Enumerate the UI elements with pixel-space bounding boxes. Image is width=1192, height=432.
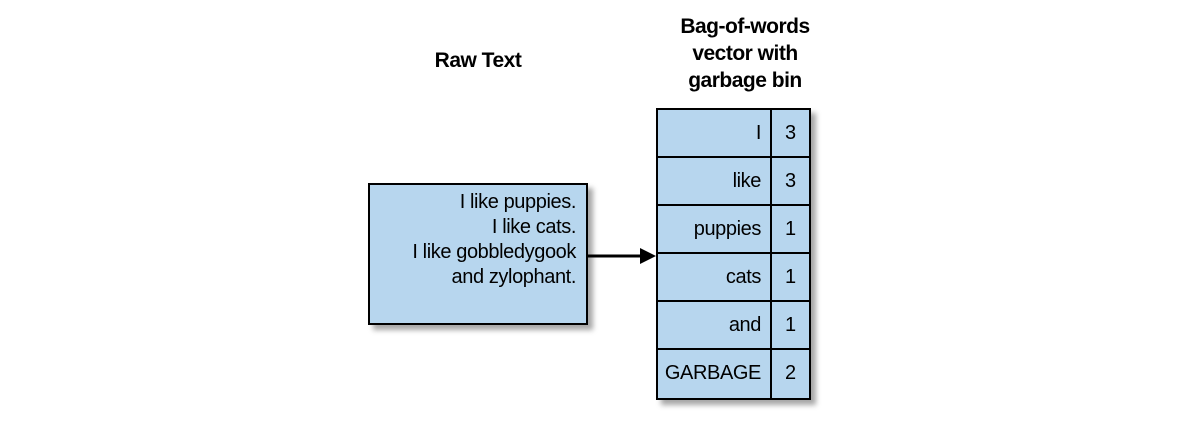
raw-text-title: Raw Text xyxy=(434,49,522,72)
raw-text-line: I like puppies. xyxy=(459,191,577,213)
table-row: cats 1 xyxy=(658,254,809,302)
table-row: like 3 xyxy=(658,158,809,206)
table-row: and 1 xyxy=(658,302,809,350)
word-cell: GARBAGE xyxy=(658,350,772,398)
bag-of-words-title-line: vector with xyxy=(692,42,798,65)
bag-of-words-title-line: garbage bin xyxy=(688,69,802,92)
word-cell: like xyxy=(658,158,772,204)
count-cell: 3 xyxy=(784,170,797,192)
raw-text-line: I like cats. xyxy=(491,216,577,238)
bag-of-words-title-line: Bag-of-words xyxy=(680,15,810,38)
word-cell: I xyxy=(658,110,772,156)
count-cell: 2 xyxy=(784,362,797,384)
raw-text-line: I like gobbledygook xyxy=(412,241,576,263)
word-cell: puppies xyxy=(658,206,772,252)
table-row: I 3 xyxy=(658,110,809,158)
count-cell: 1 xyxy=(784,266,797,288)
word-cell: cats xyxy=(658,254,772,300)
raw-text-line: and zylophant. xyxy=(451,266,577,288)
raw-text-box: I like puppies. I like cats. I like gobb… xyxy=(368,183,588,325)
count-cell: 1 xyxy=(784,314,797,336)
table-row: GARBAGE 2 xyxy=(658,350,809,398)
table-row: puppies 1 xyxy=(658,206,809,254)
count-cell: 3 xyxy=(784,122,797,144)
bag-of-words-title: Bag-of-words vector with garbage bin xyxy=(645,13,845,94)
count-cell: 1 xyxy=(784,218,797,240)
word-cell: and xyxy=(658,302,772,348)
bag-of-words-table: I 3 like 3 puppies 1 cats 1 and 1 GARBAG… xyxy=(656,108,811,400)
arrow-head xyxy=(640,248,656,264)
